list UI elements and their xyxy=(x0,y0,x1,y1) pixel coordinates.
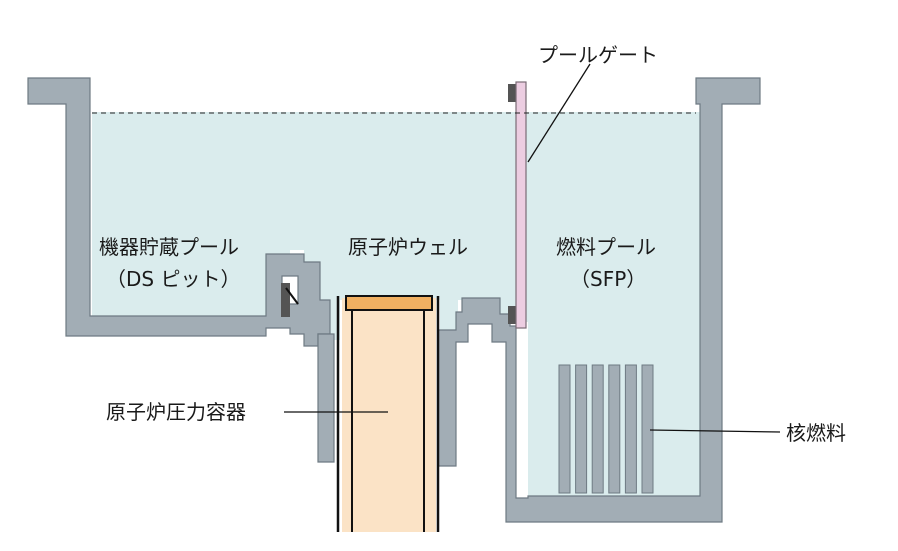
sfp-water xyxy=(516,112,700,496)
gate-lower-seal xyxy=(508,306,518,324)
label-sfp-line2: （SFP） xyxy=(570,267,646,291)
gate-panel xyxy=(515,81,527,329)
rpv-lid xyxy=(345,295,433,311)
concrete-structure xyxy=(27,77,761,523)
rpv-body xyxy=(342,298,436,532)
pool-gate xyxy=(508,81,527,329)
fuel-rack-slot xyxy=(641,364,654,494)
label-ds-pit-line2: （DS ピット） xyxy=(106,267,240,291)
label-fuel: 核燃料 xyxy=(786,421,846,445)
fuel-leader xyxy=(649,429,781,433)
reactor-pressure-vessel xyxy=(336,295,440,532)
reactor-well-water xyxy=(290,112,516,340)
reactor-well-left-wall xyxy=(317,333,335,463)
label-rpv: 原子炉圧力容器 xyxy=(106,400,246,424)
reactor-well-right-wall xyxy=(437,77,761,523)
fuel-rack-slot xyxy=(608,364,621,494)
label-pool-gate: プールゲート xyxy=(538,43,658,67)
fuel-rack-slot xyxy=(575,364,588,494)
fuel-racks xyxy=(558,364,654,494)
label-sfp-line1: 燃料プール xyxy=(556,235,656,259)
ds-pit-seal-arm xyxy=(285,287,299,305)
fuel-rack-slot xyxy=(624,364,637,494)
label-ds-pit-line1: 機器貯蔵プール xyxy=(99,235,239,259)
ds-pit-seal xyxy=(281,283,290,317)
pool-gate-leader xyxy=(527,63,591,163)
fuel-rack-slot xyxy=(558,364,571,494)
fuel-rack-slot xyxy=(591,364,604,494)
gate-upper-seal xyxy=(508,84,518,102)
ds-pit-water xyxy=(92,112,290,316)
label-reactor-well: 原子炉ウェル xyxy=(348,235,468,259)
